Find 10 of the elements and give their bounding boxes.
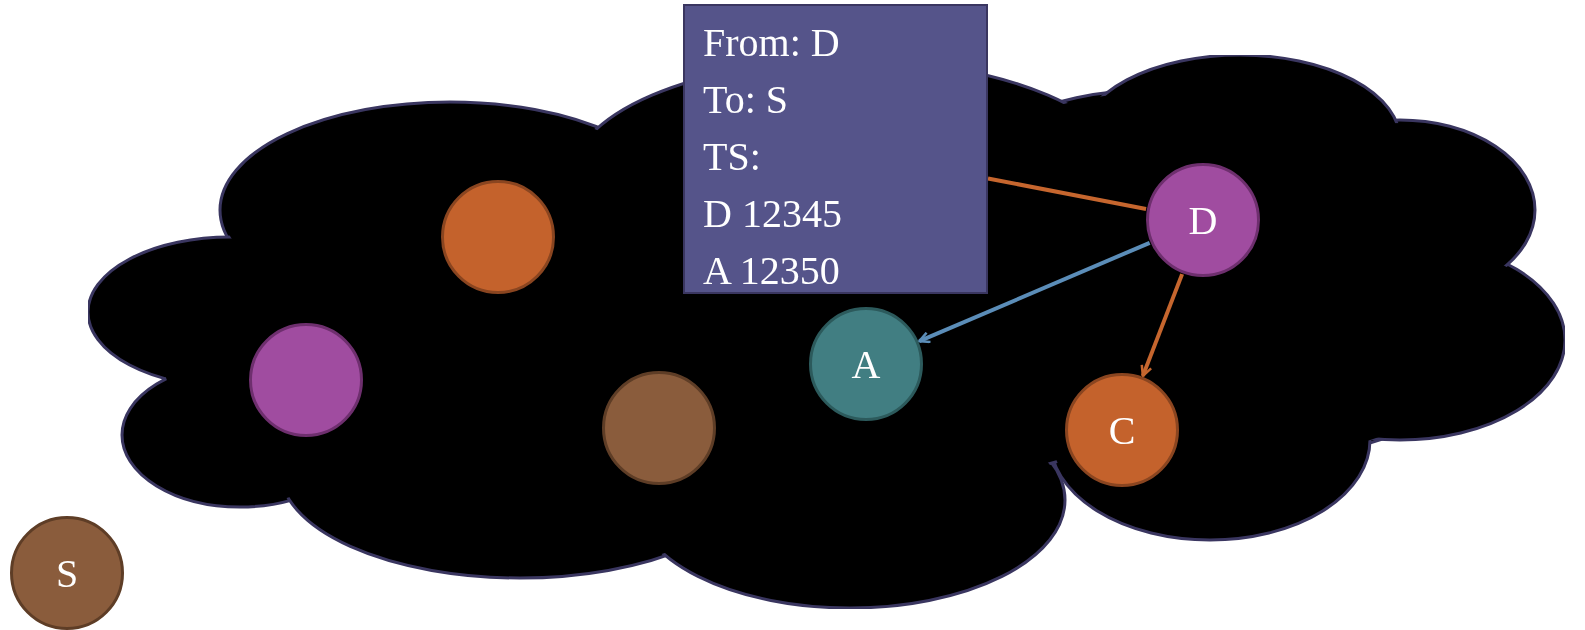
message-line: A 12350 — [703, 247, 841, 295]
message-line: D 12345 — [703, 190, 843, 238]
connector-line — [987, 176, 1147, 211]
node-circle: S — [10, 516, 124, 630]
message-line: From: D — [703, 19, 841, 67]
message-box — [683, 4, 988, 294]
arrow — [1140, 273, 1184, 378]
message-line: TS: — [703, 133, 762, 181]
arrow — [918, 240, 1151, 344]
message-line: To: S — [703, 76, 789, 124]
